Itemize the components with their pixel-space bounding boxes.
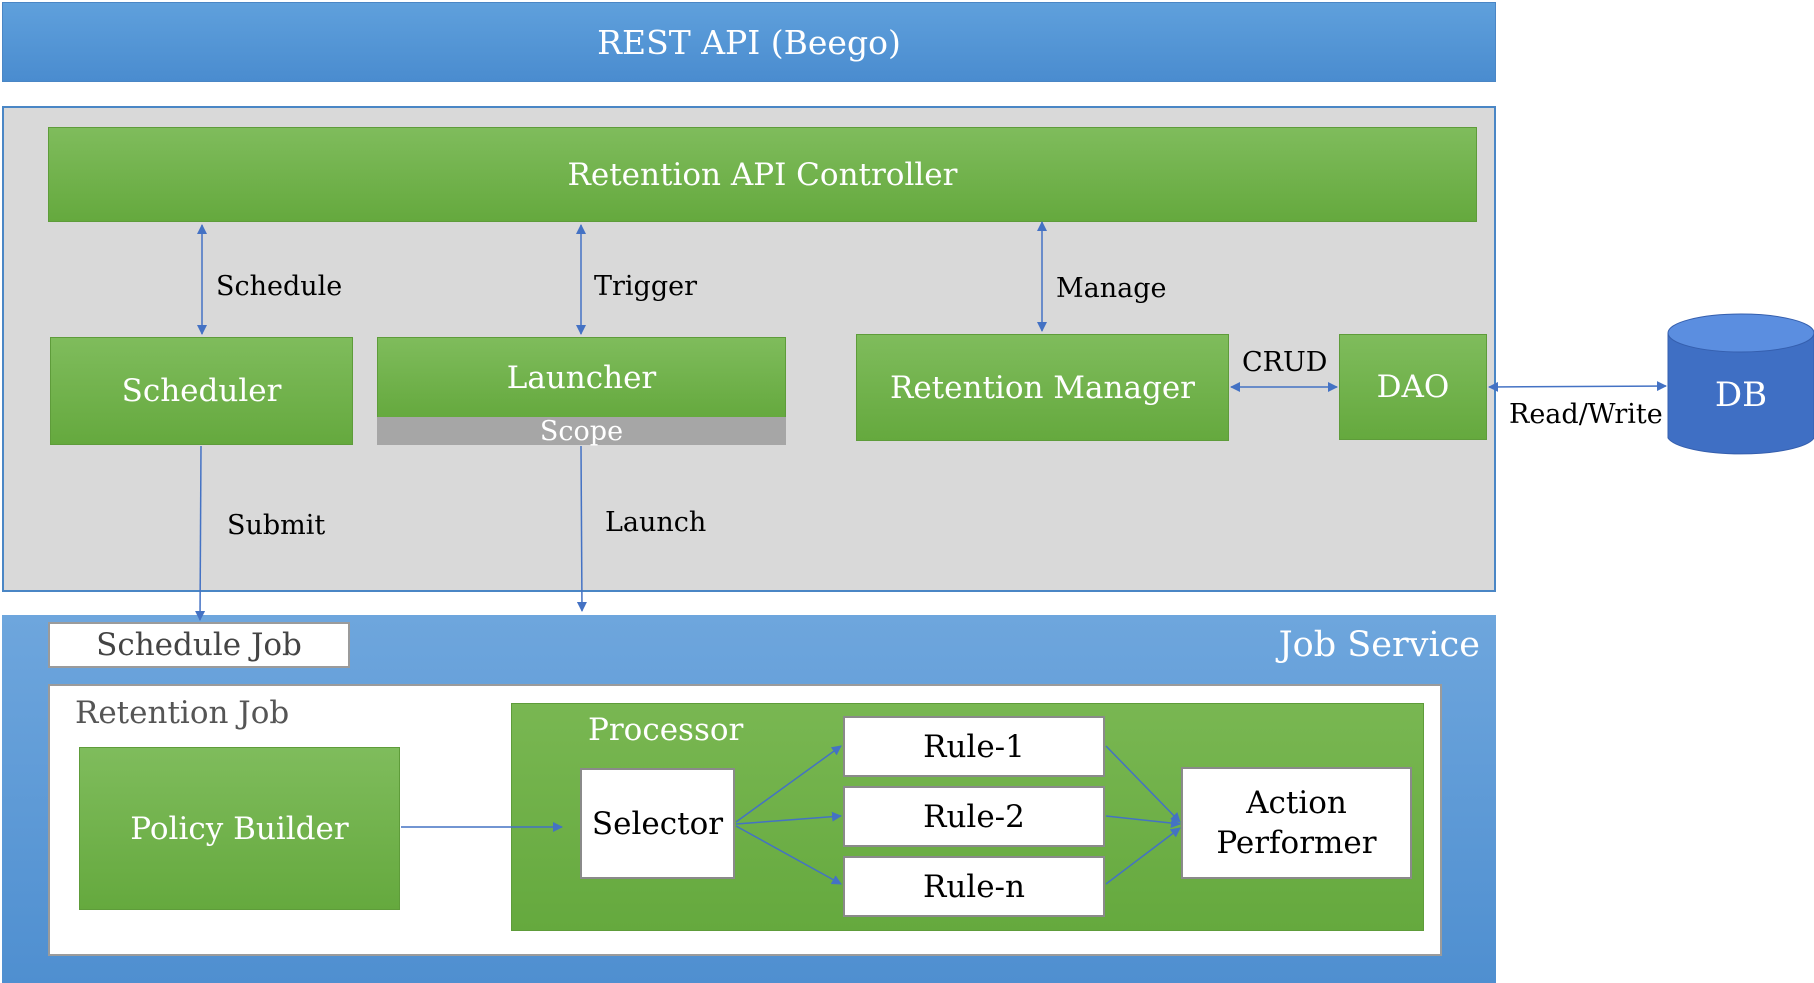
scheduler-label: Scheduler [121,373,282,409]
launch-edge-label: Launch [605,507,707,538]
selector-box: Selector [580,768,735,879]
read-write-edge-label: Read/Write [1509,399,1663,430]
retention-manager-box: Retention Manager [856,334,1229,441]
retention-api-controller: Retention API Controller [48,127,1477,222]
rulen-to-action-arrow [1105,827,1181,885]
action-performer-label: Action Performer [1216,785,1377,861]
submit-edge-label: Submit [227,510,326,541]
selector-to-rulen-arrow [735,825,842,885]
selector-to-rule2-arrow [735,811,842,825]
rule-1-label: Rule-1 [923,728,1025,765]
scope-bar: Scope [377,415,786,447]
retention-job-label: Retention Job [75,695,290,731]
rule-2-box: Rule-2 [843,786,1105,847]
selector-label: Selector [591,805,724,842]
rest-api-label: REST API (Beego) [597,22,901,62]
selector-to-rule1-arrow [735,745,842,823]
launch-arrow [576,445,587,612]
crud-edge-label: CRUD [1242,347,1328,378]
read-write-arrow [1488,381,1667,392]
processor-label: Processor [588,712,744,748]
schedule-edge-label: Schedule [216,271,343,302]
scheduler-box: Scheduler [50,337,353,445]
trigger-edge-label: Trigger [594,271,698,302]
schedule-job-box: Schedule Job [48,622,350,668]
action-performer-box: Action Performer [1181,767,1412,879]
rule-n-label: Rule-n [922,868,1025,905]
manager-label: Retention Manager [890,369,1195,406]
rest-api-bar: REST API (Beego) [2,2,1496,82]
dao-label: DAO [1376,369,1450,405]
submit-arrow [195,445,206,621]
rule-1-box: Rule-1 [843,716,1105,777]
policy-builder-label: Policy Builder [130,810,349,847]
policy-builder-box: Policy Builder [79,747,400,910]
scope-label: Scope [539,415,624,447]
job-service-title: Job Service [1278,625,1480,665]
schedule-job-label: Schedule Job [96,627,302,663]
db-label: DB [1714,375,1768,415]
launcher-label: Launcher [506,359,657,396]
rule1-to-action-arrow [1105,745,1181,823]
controller-label: Retention API Controller [567,156,958,193]
manage-edge-label: Manage [1056,273,1167,304]
rule2-to-action-arrow [1105,815,1181,829]
dao-box: DAO [1339,334,1487,440]
rule-n-box: Rule-n [843,856,1105,917]
rule-2-label: Rule-2 [923,798,1025,835]
